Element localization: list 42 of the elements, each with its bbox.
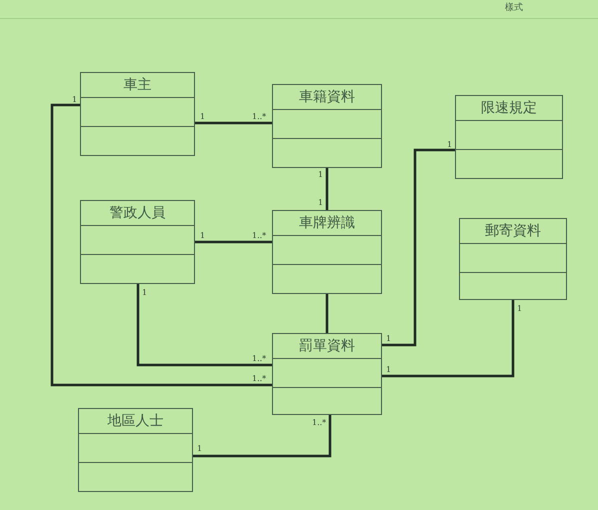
class-name: 警政人員	[110, 204, 166, 222]
association-line	[195, 122, 272, 124]
class-box	[80, 72, 195, 156]
multiplicity-label: 1	[72, 96, 78, 104]
multiplicity-label: 1..*	[252, 232, 266, 240]
multiplicity-label: 1	[200, 232, 206, 240]
multiplicity-label: 1	[447, 141, 452, 149]
class-name: 限速規定	[481, 99, 537, 117]
multiplicity-label: 1..*	[252, 375, 266, 383]
association-line	[195, 240, 272, 244]
multiplicity-label: 1	[386, 366, 392, 374]
association-line	[326, 168, 328, 210]
multiplicity-label: 1..*	[312, 419, 326, 427]
multiplicity-label: 1	[318, 199, 324, 207]
multiplicity-label: 1	[318, 171, 324, 179]
multiplicity-label: 1	[200, 113, 206, 121]
class-box	[459, 218, 567, 300]
class-box	[78, 408, 193, 492]
class-name: 車籍資料	[299, 88, 355, 106]
multiplicity-label: 1..*	[252, 113, 266, 121]
class-name: 罰單資料	[299, 337, 355, 355]
class-name: 郵寄資料	[485, 222, 541, 240]
multiplicity-label: 1	[142, 289, 148, 297]
toolbar-label: 樣式	[505, 4, 523, 13]
multiplicity-label: 1	[197, 445, 202, 453]
class-box	[272, 333, 382, 415]
class-name: 車牌辨識	[299, 214, 355, 232]
class-box	[80, 200, 195, 284]
association-line	[382, 148, 455, 346]
class-name: 地區人士	[108, 412, 164, 430]
class-name: 車主	[124, 76, 152, 94]
multiplicity-label: 1..*	[252, 355, 266, 363]
multiplicity-label: 1	[517, 305, 522, 313]
class-box	[272, 210, 382, 294]
association-line	[193, 415, 332, 458]
class-box	[455, 95, 563, 179]
association-line	[382, 300, 514, 378]
association-line	[136, 284, 272, 366]
association-line	[50, 104, 272, 386]
multiplicity-label: 1	[386, 335, 392, 343]
class-box	[272, 84, 382, 168]
association-line	[326, 294, 328, 333]
